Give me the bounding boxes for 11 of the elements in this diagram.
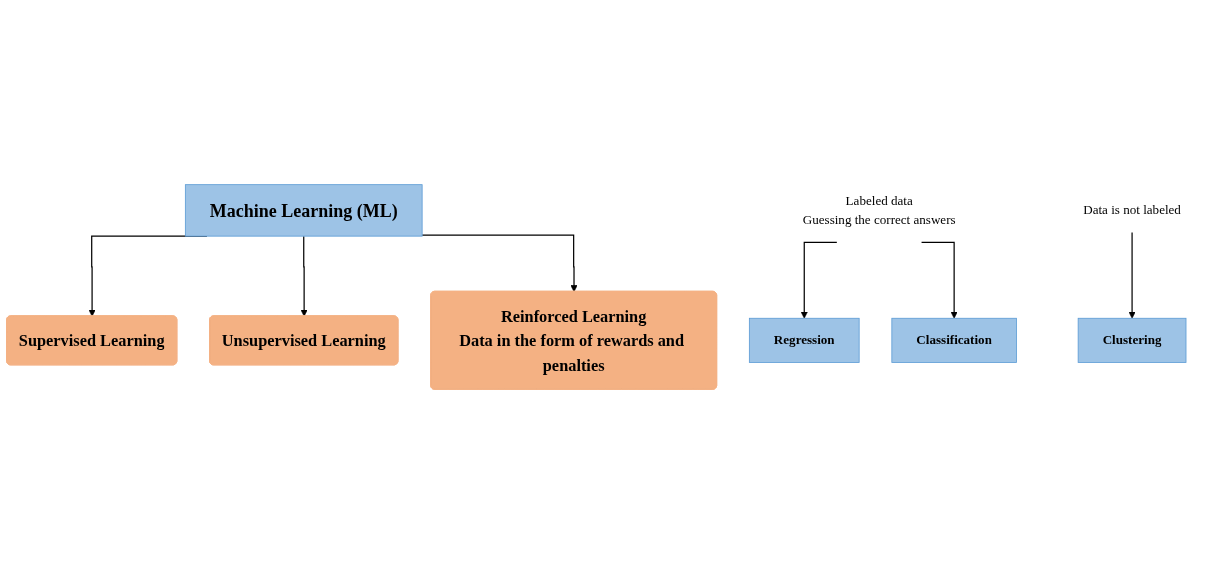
arrow — [920, 241, 958, 319]
arrow — [1128, 231, 1136, 319]
arrow — [800, 241, 838, 319]
node-box: Machine Learning (ML) — [184, 183, 423, 237]
node-text: Data is not labeled — [1083, 202, 1181, 217]
node-box: Regression — [748, 317, 860, 363]
arrow — [300, 235, 308, 317]
arrow — [421, 234, 578, 292]
node-box: Classification — [891, 317, 1017, 363]
node-text: Labeled data Guessing the correct answers — [802, 192, 956, 227]
node-box: Clustering — [1077, 317, 1187, 363]
